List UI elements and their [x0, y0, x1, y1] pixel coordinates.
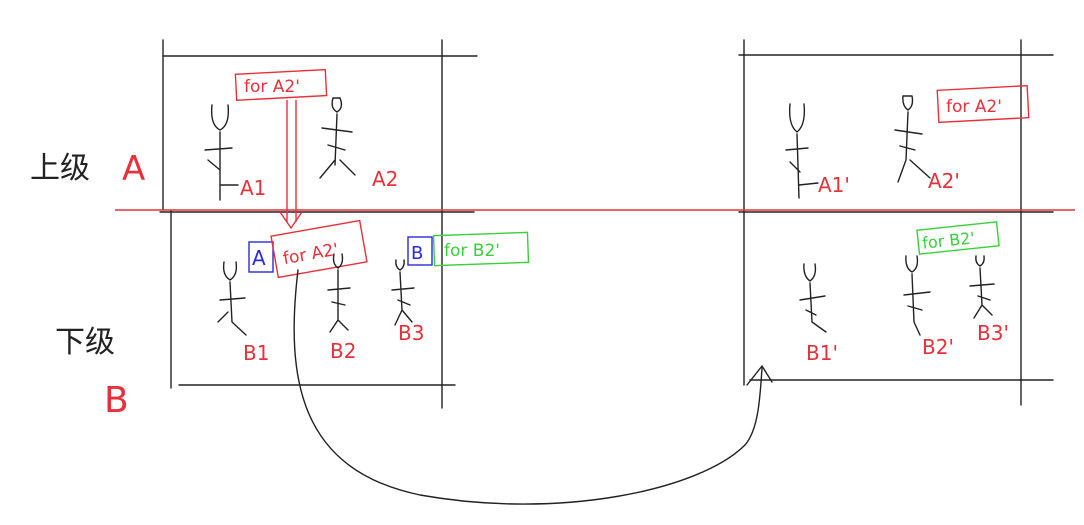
lower-level-letter: B	[104, 380, 129, 421]
upper-level-letter: A	[122, 149, 145, 189]
label-a1-prime: A1'	[818, 173, 850, 197]
label-b3-prime: B3'	[977, 321, 1009, 345]
figure-b2-prime: B2'	[903, 255, 954, 359]
tag-b-text: B	[411, 243, 423, 264]
note-for-b2-right: for B2'	[916, 221, 1000, 255]
upper-level-label: 上级 A	[30, 149, 145, 189]
label-b1: B1	[243, 341, 269, 365]
move-down-arrow	[279, 100, 303, 230]
note-b2-text: for B2'	[444, 241, 500, 261]
note-a2-right-text: for A2'	[946, 97, 1002, 117]
note-top-box	[234, 68, 328, 102]
figure-a1-prime: A1'	[785, 103, 850, 199]
figure-b1: B1	[217, 261, 269, 365]
label-b2-prime: B2'	[922, 335, 954, 359]
note-for-a2-top: for A2'	[234, 68, 328, 102]
label-a1: A1	[240, 176, 266, 200]
figure-b3-prime: B3'	[969, 255, 1009, 345]
lower-level-text: 下级	[55, 325, 115, 360]
figure-b1-prime: B1'	[799, 263, 838, 365]
label-b2: B2	[330, 339, 356, 363]
right-panel-frame	[738, 39, 1054, 406]
left-panel-frame	[159, 39, 478, 409]
figure-a2-prime: A2'	[894, 95, 960, 193]
tag-a-box	[248, 241, 274, 273]
label-a2-prime: A2'	[928, 169, 960, 193]
note-b2-right-box	[916, 221, 1000, 255]
note-top-text: for A2'	[244, 77, 300, 97]
note-for-a2-right: for A2'	[936, 84, 1030, 124]
figure-b3: B3	[391, 259, 424, 345]
note-moved-box	[270, 219, 368, 279]
label-b1-prime: B1'	[806, 341, 838, 365]
note-for-b2: for B2'	[432, 231, 530, 267]
lower-level-label: 下级 B	[55, 325, 129, 421]
tag-b-box	[407, 236, 433, 266]
figure-b2: B2	[327, 253, 356, 363]
tag-a-text: A	[252, 246, 266, 270]
upper-level-text: 上级	[30, 151, 90, 186]
note-a2-right-box	[936, 84, 1030, 124]
figure-a2: A2	[319, 97, 398, 191]
tag-b: B	[407, 236, 433, 266]
label-a2: A2	[372, 167, 398, 191]
tag-a: A	[248, 241, 274, 273]
note-for-a2-moved: for A2'	[270, 219, 368, 279]
transition-arrow	[293, 269, 773, 505]
figure-a1: A1	[204, 104, 266, 201]
note-b2-box	[432, 231, 530, 267]
note-moved-text: for A2'	[282, 240, 341, 269]
label-b3: B3	[398, 321, 424, 345]
